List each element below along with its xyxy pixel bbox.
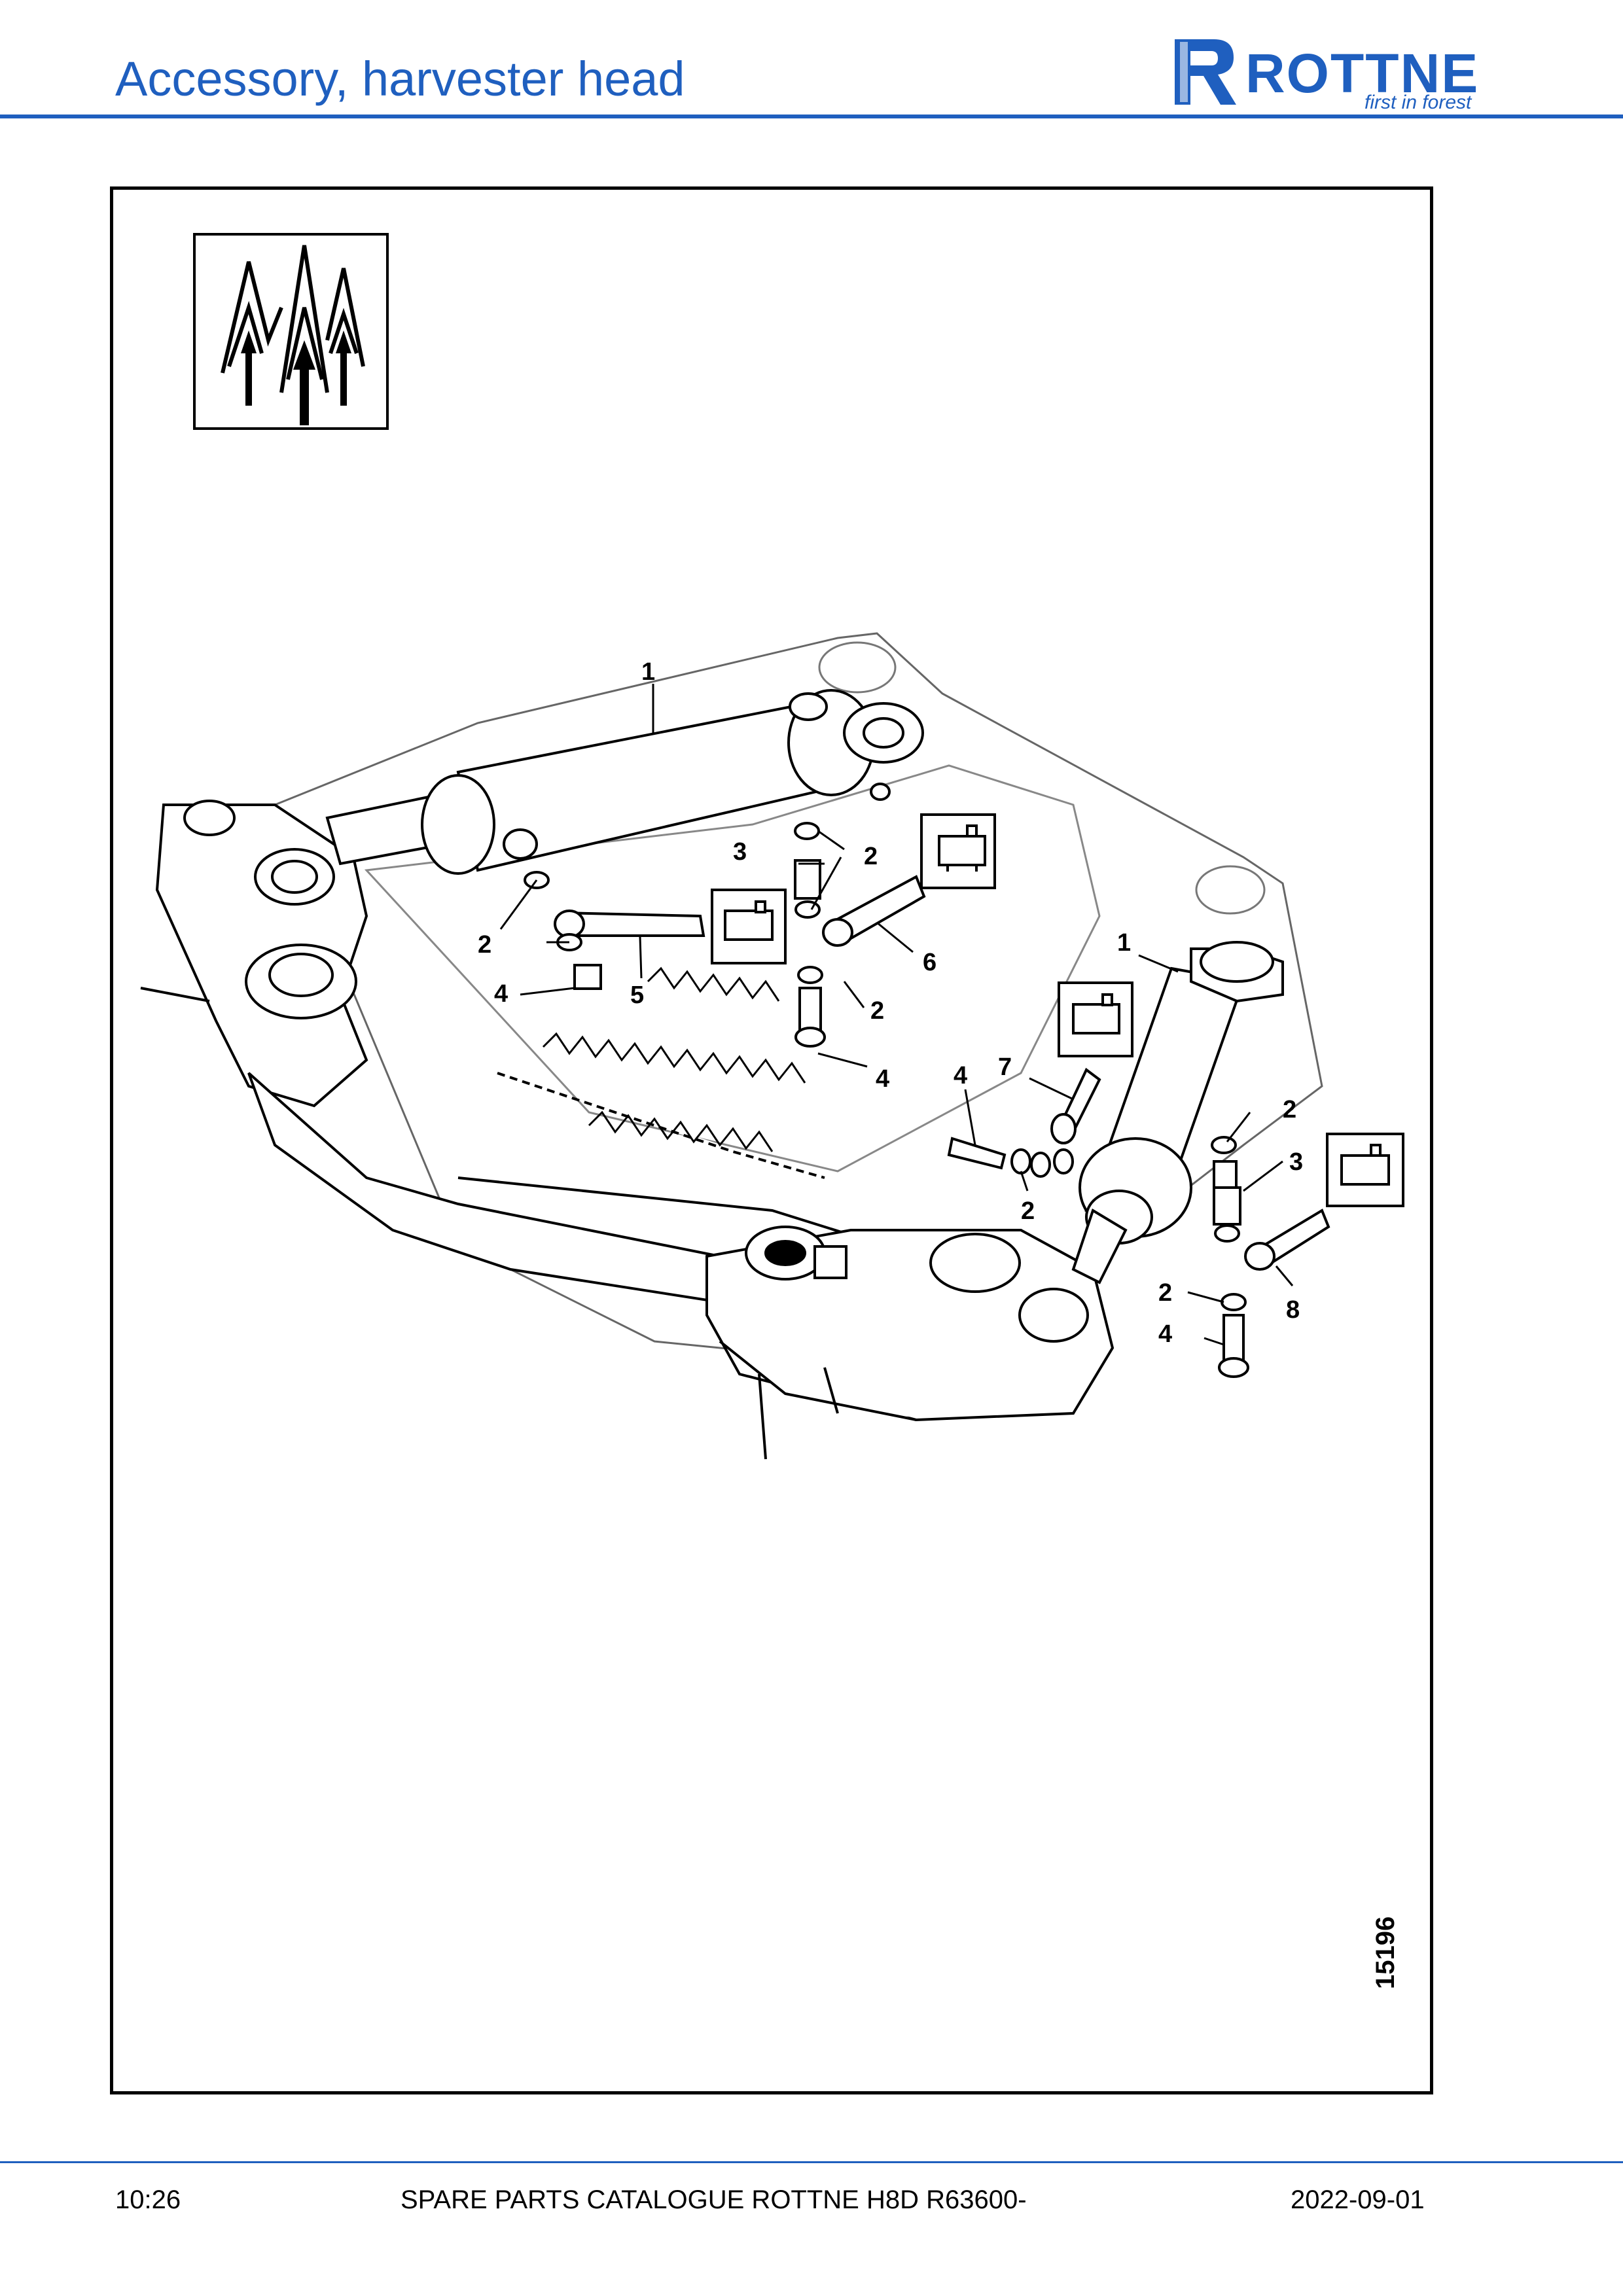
callout-label: 1 xyxy=(1117,929,1132,957)
hydraulic-cylinder-right xyxy=(1071,941,1284,1284)
footer-date: 2022-09-01 xyxy=(1291,2185,1425,2214)
callout-label: 5 xyxy=(630,981,645,1009)
callout-label: 2 xyxy=(1021,1197,1035,1225)
callout-label: 1 xyxy=(641,658,656,686)
footer-page-number: 10:26 xyxy=(115,2185,181,2214)
footer-catalogue-title: SPARE PARTS CATALOGUE ROTTNE H8D R63600- xyxy=(401,2185,1027,2214)
footer-divider xyxy=(0,2161,1623,2163)
rottne-r-mark-icon xyxy=(1175,39,1236,105)
callout-label: 3 xyxy=(1289,1148,1304,1176)
callout-label: 2 xyxy=(864,843,878,870)
bottom-bracket xyxy=(705,1226,1115,1460)
callout-label: 7 xyxy=(998,1053,1012,1081)
callout-label: 4 xyxy=(954,1062,968,1089)
logo-slogan: first in forest xyxy=(1364,92,1472,113)
forest-symbol-icon xyxy=(193,233,389,430)
logo-brand-text: ROTTNE xyxy=(1245,43,1480,104)
callout-label: 4 xyxy=(494,980,508,1008)
callout-label: 4 xyxy=(1158,1320,1173,1348)
callout-label: 4 xyxy=(876,1065,890,1093)
coupling-symbol-icon xyxy=(711,813,1404,1207)
figure-number: 15196 xyxy=(1371,1916,1400,1989)
left-arm-linkage xyxy=(140,800,908,1304)
brand-logo: ROTTNE first in forest xyxy=(1168,33,1515,113)
figure-frame xyxy=(110,186,1433,2094)
callout-label: 2 xyxy=(478,931,492,959)
callout-label: 2 xyxy=(1283,1096,1297,1123)
callout-label: 2 xyxy=(1158,1279,1173,1307)
callout-label: 8 xyxy=(1286,1296,1300,1324)
header-divider xyxy=(0,115,1623,118)
callout-label: 3 xyxy=(733,838,747,866)
callout-label: 6 xyxy=(923,949,937,976)
callout-label: 2 xyxy=(870,997,885,1025)
callout-leader-lines xyxy=(499,684,1294,1346)
hydraulic-cylinder-top xyxy=(325,689,924,875)
page-title: Accessory, harvester head xyxy=(115,52,685,106)
toothed-strip xyxy=(542,966,806,1152)
hoses-and-fittings xyxy=(524,822,1330,1378)
